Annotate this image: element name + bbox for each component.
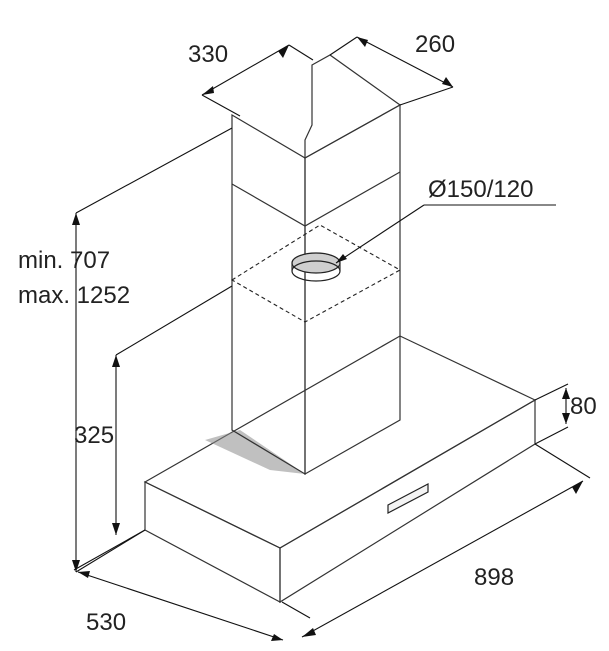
depth-530-label: 530 [86,609,126,636]
dim-80: 80 [534,383,597,445]
control-slot [387,483,429,514]
hood-body-left-face [144,481,281,603]
dim-325: 325 [74,285,233,535]
dim-330: 330 [188,41,314,117]
hood-body-top [143,335,537,549]
depth-260-label: 260 [415,31,455,58]
height-max-label: max. 1252 [18,282,130,309]
height-min-label: min. 707 [18,247,110,274]
width-330-label: 330 [188,41,228,68]
dim-260: 260 [329,31,455,106]
dim-overall-height: min. 707 max. 1252 [18,127,233,573]
chimney-joint [231,171,401,227]
duct-ring-outer [291,252,341,274]
chimney-shadow [205,430,305,474]
canopy-325-label: 325 [74,422,114,449]
dim-898: 898 [281,443,591,638]
chimney-front-face [304,103,401,476]
width-898-label: 898 [474,564,514,591]
chimney [230,54,402,476]
chimney-side-face [231,113,306,476]
body-80-label: 80 [570,393,597,420]
dim-530: 530 [73,529,284,641]
chimney-back-panel [304,54,402,160]
hood-body [143,335,537,604]
dim-duct: Ø150/120 [335,176,556,264]
duct-diameter-label: Ø150/120 [428,176,533,203]
duct-outline [230,224,402,323]
